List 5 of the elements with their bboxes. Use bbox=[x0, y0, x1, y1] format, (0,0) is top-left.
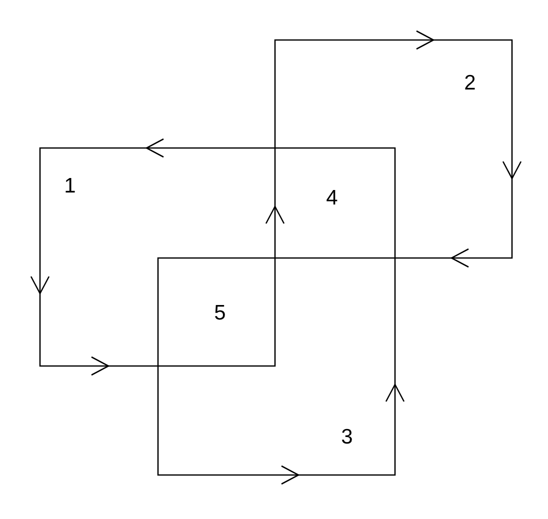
region-number: 1 bbox=[64, 176, 76, 196]
region-number: 5 bbox=[214, 302, 226, 324]
region-number: 3 bbox=[341, 426, 353, 448]
region-number: 2 bbox=[464, 72, 476, 94]
region-number: 4 bbox=[326, 188, 338, 208]
